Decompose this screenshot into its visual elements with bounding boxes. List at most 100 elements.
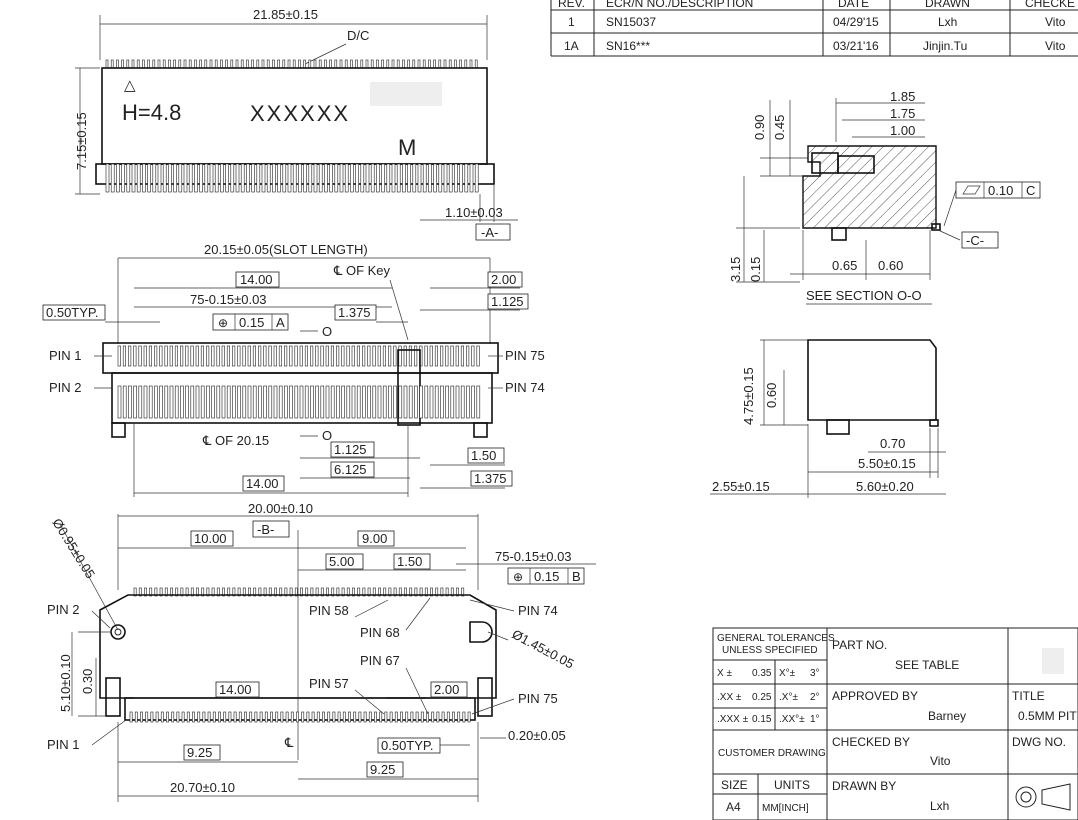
pin-mark — [330, 385, 335, 419]
pin-mark — [180, 385, 184, 419]
pin-mark — [325, 385, 330, 419]
pin-mark — [197, 711, 201, 723]
pin-mark — [188, 59, 192, 69]
pin-mark — [407, 163, 411, 193]
pin-mark — [303, 59, 306, 69]
pin-mark — [329, 163, 333, 193]
pin-mark — [294, 385, 299, 419]
pin-mark — [351, 385, 356, 419]
pin-mark — [368, 711, 372, 723]
pin-mark — [315, 385, 319, 419]
desc-cell: SN16*** — [606, 39, 650, 53]
pin-mark — [471, 345, 475, 367]
datum-c: -C- — [966, 233, 984, 248]
pin-mark — [253, 587, 257, 597]
dim-5-60: 5.60±0.20 — [856, 479, 914, 494]
pin-mark — [144, 587, 147, 597]
pin-mark — [403, 385, 408, 419]
pin-mark — [434, 345, 439, 367]
pin-mark — [316, 711, 320, 723]
pin-mark — [122, 385, 127, 419]
m-mark: M — [398, 135, 416, 160]
pin-mark — [263, 345, 267, 367]
pin-mark — [459, 59, 462, 69]
pin-mark — [344, 59, 348, 69]
pin-mark — [336, 345, 340, 367]
pin-mark — [299, 345, 303, 367]
pin-mark — [454, 59, 457, 69]
pin-mark — [464, 59, 468, 69]
bot-pin58: PIN 58 — [309, 603, 349, 618]
pin-mark — [105, 59, 109, 69]
pin-mark — [330, 345, 335, 367]
pin-mark — [460, 345, 465, 367]
pin-mark — [242, 385, 247, 419]
pin-mark — [419, 587, 423, 597]
pin-mark — [400, 711, 403, 723]
pin-mark — [147, 59, 150, 69]
pin-mark — [220, 163, 224, 193]
pin-mark — [476, 385, 481, 419]
pin-mark — [242, 587, 246, 597]
pin-mark — [240, 59, 244, 69]
pin-mark — [469, 59, 473, 69]
pin-mark — [438, 59, 442, 69]
pin-mark — [194, 163, 198, 193]
mid-pin2: PIN 2 — [49, 380, 82, 395]
blurred-title-mark — [1042, 648, 1064, 674]
pin-mark — [393, 587, 397, 597]
pin-mark — [346, 385, 351, 419]
approved-value: Barney — [928, 709, 966, 723]
pin-mark — [235, 163, 240, 193]
pin-mark — [121, 163, 125, 193]
pin-mark — [162, 163, 167, 193]
pin-mark — [409, 587, 413, 597]
pin-mark — [350, 163, 354, 193]
pin-mark — [454, 163, 458, 193]
pin-mark — [310, 345, 314, 367]
pin-mark — [278, 385, 283, 419]
pin-mark — [226, 345, 230, 367]
pin-mark — [138, 385, 143, 419]
dim-0-15: 0.15 — [748, 257, 763, 282]
pin-mark — [199, 163, 203, 193]
pin-mark — [388, 587, 392, 597]
pin-mark — [370, 163, 375, 193]
pin-mark — [160, 711, 164, 723]
pin-mark — [377, 345, 381, 367]
pin-mark — [251, 163, 255, 193]
pin-mark — [360, 59, 364, 69]
tol-row-angle-value: 1° — [810, 714, 820, 725]
pin-mark — [461, 587, 465, 597]
dc-label: D/C — [347, 28, 369, 43]
datum-b: -B- — [257, 522, 274, 537]
pin-mark — [175, 587, 179, 597]
pin-mark — [436, 711, 440, 723]
pin-mark — [129, 711, 133, 723]
pin-mark — [351, 345, 355, 367]
pin-mark — [433, 163, 437, 193]
pin-mark — [352, 587, 355, 597]
pin-mark — [376, 59, 379, 69]
section-title: SEE SECTION O-O — [806, 288, 922, 303]
pin-mark — [414, 385, 418, 419]
pin-mark — [408, 385, 413, 419]
pin-mark — [311, 711, 315, 723]
pin-mark — [382, 385, 387, 419]
pin-mark — [412, 163, 417, 193]
pin-mark — [274, 587, 277, 597]
dim-0-90: 0.90 — [752, 115, 767, 140]
pin-mark — [298, 163, 302, 193]
pin-mark — [105, 163, 110, 193]
section-view: 1.85 1.75 1.00 0.90 0.45 0.10 C -C- 3.15… — [728, 89, 1041, 305]
date-cell: 03/21'16 — [833, 39, 879, 53]
pin-mark — [143, 345, 147, 367]
dim-1-375-top: 1.375 — [338, 305, 371, 320]
pin-mark — [214, 163, 219, 193]
pin-mark — [273, 385, 278, 419]
pin-mark — [344, 163, 349, 193]
pin-mark — [204, 163, 209, 193]
pin-mark — [326, 587, 329, 597]
pin-mark — [266, 163, 271, 193]
dim-0-30: 0.30 — [80, 669, 95, 694]
